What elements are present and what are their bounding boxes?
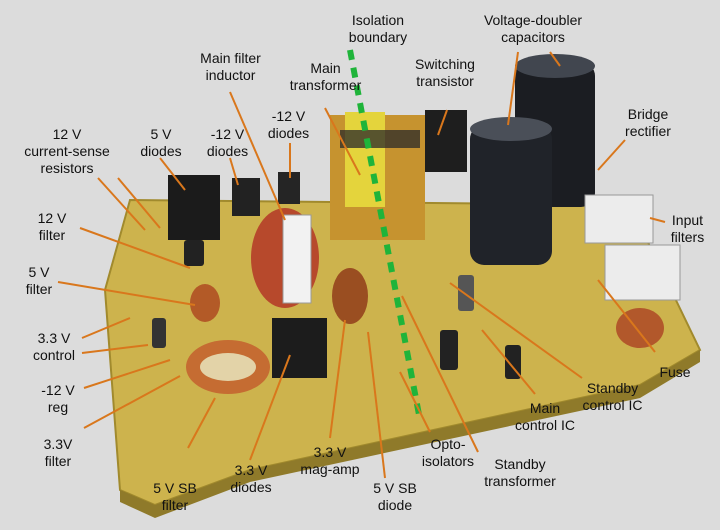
input-filter-b [604,244,681,301]
m12v-diode-body-b [278,172,300,204]
label-12v-filter: 12 V filter [37,210,67,243]
label-33v-diodes: 3.3 V diodes [230,462,272,495]
label-33v-filter: 3.3V filter [43,436,73,469]
label-12v-current-sense-resistors: 12 V current-sense resistors [24,126,110,176]
5v-filter-coil [190,284,220,322]
label-standby-control-ic: Standby control IC [582,380,643,413]
label-bridge-rectifier: Bridge rectifier [625,106,671,139]
pcb-edge [120,350,700,518]
label-33v-mag-amp: 3.3 V mag-amp [300,444,360,477]
fuse-inductor [616,308,664,348]
isolation-boundary-line [347,49,423,421]
leader-lines [57,51,666,479]
5v-diode-body [168,175,220,240]
label-main-transformer: Main transformer [289,60,362,93]
label-5v-filter: 5 V filter [25,264,53,297]
label-standby-transformer: Standby transformer [484,456,556,489]
label-33v-control: 3.3 V control [32,330,76,363]
capacitor-front [470,125,552,265]
label-main-filter-inductor: Main filter inductor [200,50,261,83]
33v-diode-body [272,318,327,378]
magamp-coil [332,268,368,324]
label-m12v-diodes-right: -12 V diodes [267,108,310,141]
label-m12v-diodes-left: -12 V diodes [206,126,249,159]
label-5vsb-diode: 5 V SB diode [373,480,417,513]
switching-transistor-body [425,110,467,172]
label-main-control-ic: Main control IC [515,400,575,433]
main-filter-inductor-label [282,214,312,304]
label-m12v-reg: -12 V reg [41,382,75,415]
label-switching-transistor: Switching transistor [415,56,475,89]
label-input-filters: Input filters [670,212,705,245]
label-5v-diodes: 5 V diodes [140,126,182,159]
label-voltage-doubler-capacitors: Voltage-doubler capacitors [483,12,583,45]
label-opto-isolators: Opto- isolators [421,436,475,469]
label-5vsb-filter: 5 V SB filter [153,480,197,513]
label-isolation-boundary: Isolation boundary [348,12,408,45]
input-filter-a [584,194,654,244]
label-fuse: Fuse [659,364,691,380]
m12v-diode-body-a [232,178,260,216]
